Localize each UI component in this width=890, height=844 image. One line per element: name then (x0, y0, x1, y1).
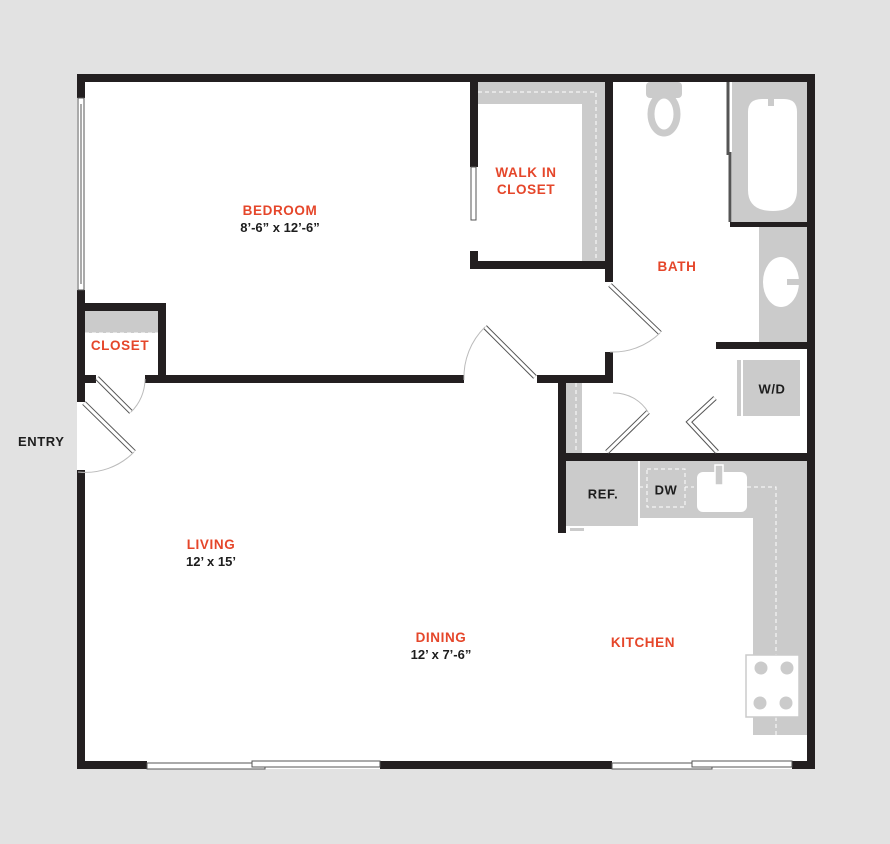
walk-in-closet-shelving (478, 82, 605, 261)
room-name-walk-in-closet-line1: WALK IN (495, 165, 557, 180)
room-bedroom: BEDROOM 8’-6” x 12’-6” (240, 202, 320, 236)
stove-icon (745, 654, 800, 718)
entry-door[interactable] (77, 401, 136, 473)
entry-label: ENTRY (18, 434, 65, 449)
dishwasher-label: DW (654, 482, 678, 498)
room-name-walk-in-closet-line2: CLOSET (496, 182, 556, 197)
washer-dryer (737, 360, 800, 416)
doors (77, 283, 719, 473)
washer-dryer-label: W/D (758, 381, 786, 397)
room-name-closet: CLOSET (90, 338, 150, 353)
room-dining: DINING 12’ x 7’-6” (411, 629, 472, 663)
toilet-icon (646, 82, 682, 137)
room-name-dining: DINING (415, 630, 467, 645)
refrigerator-label: REF. (587, 486, 619, 502)
room-closet: CLOSET (91, 337, 149, 354)
room-dimensions-bedroom: 8’-6” x 12’-6” (240, 220, 320, 235)
room-living: LIVING 12’ x 15’ (186, 536, 236, 570)
room-dimensions-living: 12’ x 15’ (186, 554, 236, 569)
dishwasher (646, 468, 686, 508)
bathtub-icon (726, 82, 807, 227)
refrigerator (566, 461, 638, 526)
room-dimensions-dining: 12’ x 7’-6” (410, 647, 472, 662)
room-walk-in-closet: WALK IN CLOSET (495, 164, 556, 198)
room-bath: BATH (658, 258, 697, 275)
kitchen-counters (566, 461, 807, 735)
laundry-bifold-doors[interactable] (605, 392, 719, 454)
walls (77, 74, 815, 769)
windows (77, 97, 793, 770)
kitchen-sink-icon (697, 472, 747, 512)
floor-area (77, 74, 815, 769)
bedroom-door[interactable] (463, 325, 537, 381)
closet-shelving (85, 311, 158, 334)
room-name-kitchen: KITCHEN (610, 635, 676, 650)
room-name-bedroom: BEDROOM (242, 203, 318, 218)
bathroom-sink-icon (759, 227, 807, 342)
closet-door[interactable] (95, 376, 146, 414)
room-name-bath: BATH (657, 259, 697, 274)
linen-shelf (566, 383, 582, 453)
bath-door[interactable] (608, 283, 662, 353)
room-name-living: LIVING (186, 537, 236, 552)
room-kitchen: KITCHEN (611, 634, 675, 651)
